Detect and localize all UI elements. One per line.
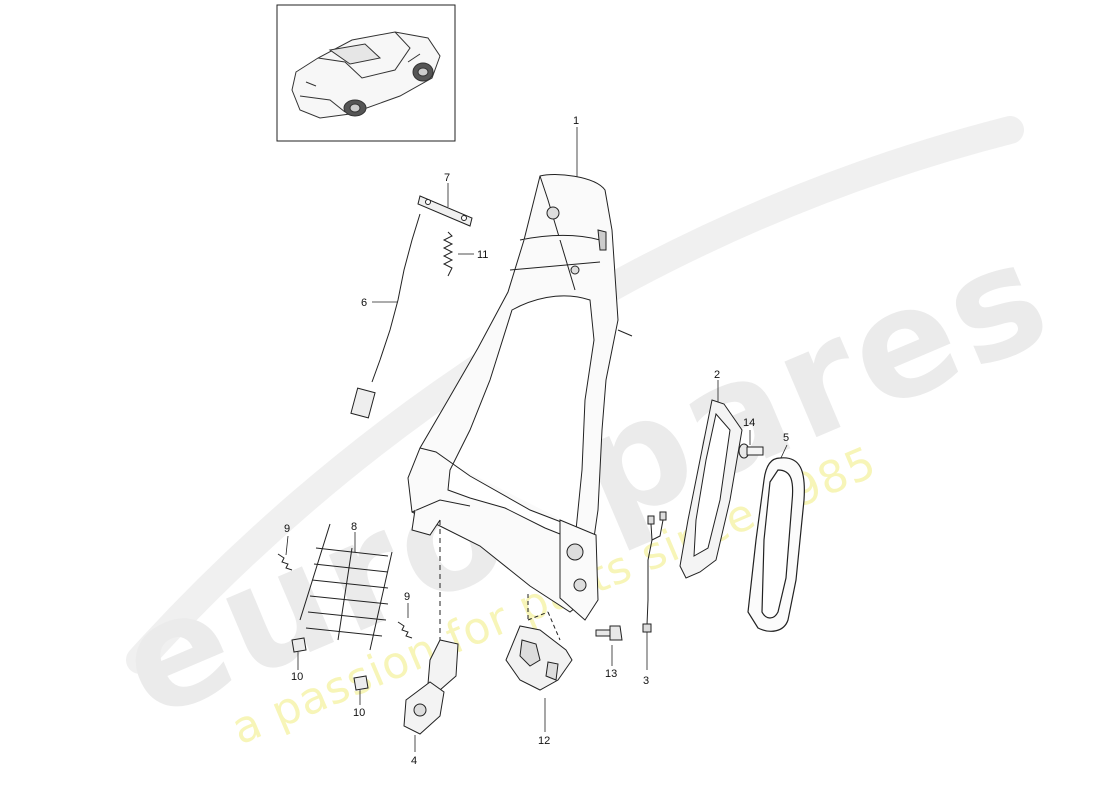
callout-8: 8 [351, 521, 357, 533]
callouts: 1 2 3 4 5 6 7 8 9 9 10 10 11 12 13 14 [284, 115, 789, 767]
callout-7: 7 [444, 172, 450, 184]
callout-11: 11 [477, 249, 488, 261]
callout-9b: 9 [404, 591, 410, 603]
callout-13: 13 [605, 668, 617, 680]
callout-10b: 10 [353, 707, 365, 719]
leader-lines [285, 127, 788, 752]
part-9-spring-a [277, 553, 293, 571]
callout-1: 1 [573, 115, 579, 127]
part-10-clip-b [353, 675, 369, 691]
part-14-screw [738, 443, 764, 459]
part-5-side-panel [747, 457, 805, 632]
part-4-motor [403, 520, 459, 735]
part-7-lever [417, 195, 473, 227]
car-icon [291, 31, 441, 119]
part-8-lumbar-grid [299, 523, 393, 651]
part-6-release-cable [350, 213, 421, 419]
part-10-clip-a [291, 637, 307, 653]
part-12-bracket [505, 594, 573, 691]
callout-2: 2 [714, 369, 720, 381]
part-1-seat-back-frame [407, 174, 633, 621]
callout-3: 3 [643, 675, 649, 687]
callout-5: 5 [783, 432, 789, 444]
callout-12: 12 [538, 735, 550, 747]
callout-10a: 10 [291, 671, 303, 683]
callout-14: 14 [743, 417, 755, 429]
callout-9a: 9 [284, 523, 290, 535]
callout-6: 6 [361, 297, 367, 309]
callout-4: 4 [411, 755, 417, 767]
part-11-spring [442, 231, 454, 277]
part-2-side-trim [679, 399, 743, 579]
vehicle-thumbnail [276, 4, 456, 142]
part-3-wiring-harness [642, 511, 667, 633]
part-13-bolt [595, 625, 623, 641]
part-9-spring-b [397, 621, 413, 639]
